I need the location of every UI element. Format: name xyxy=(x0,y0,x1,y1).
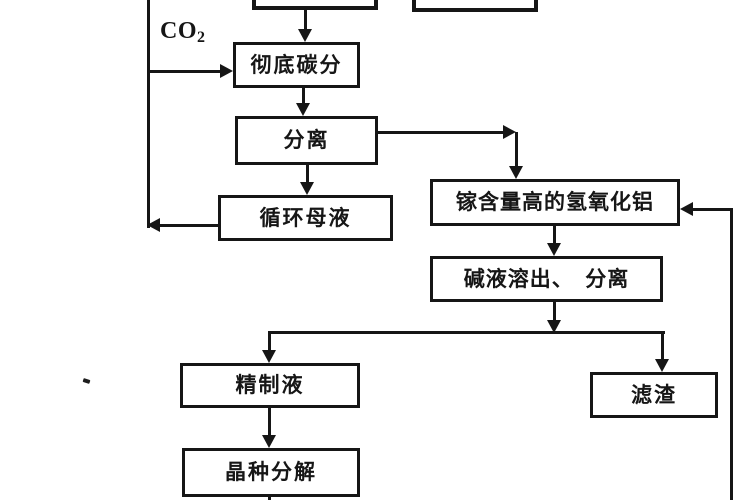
edge-seed-continuation-line xyxy=(268,497,271,500)
node-top-right-partial xyxy=(412,0,538,12)
edge-split-horizontal-line xyxy=(268,331,665,334)
arrow-left-mother-liquor-to-recycle-icon xyxy=(147,218,160,232)
co2-subscript-text: 2 xyxy=(197,29,206,46)
edge-right-recycle-v-line xyxy=(730,208,733,500)
arrow-down-refined-to-seed-icon xyxy=(262,435,276,448)
node-high-gallium-aluminium-hydroxide: 镓含量高的氢氧化铝 xyxy=(430,179,680,226)
arrow-down-topbox-to-carbonation-icon xyxy=(298,29,312,42)
node-alkali-dissolution-separation-label: 碱液溶出、 分离 xyxy=(463,266,630,291)
co2-base-text: CO xyxy=(160,18,197,44)
arrow-down-split-to-residue-icon xyxy=(655,359,669,372)
edge-refined-to-seed-line xyxy=(268,408,271,436)
arrow-down-alkali-to-junction-icon xyxy=(547,320,561,333)
node-filter-residue-label: 滤渣 xyxy=(631,382,677,407)
arrow-right-co2-to-carbonation-icon xyxy=(220,64,233,78)
edge-co2-to-carbonation-line xyxy=(147,70,221,73)
edge-gallium-to-alkali-line xyxy=(553,226,556,244)
arrow-down-split-to-refined-icon xyxy=(262,350,276,363)
arrow-down-separation-to-mother-liquor-icon xyxy=(300,182,314,195)
edge-separation-to-gallium-h-line xyxy=(378,131,506,134)
arrow-right-separation-to-gallium-icon xyxy=(503,125,516,139)
scan-speck-mark xyxy=(82,378,91,384)
node-circulating-mother-liquor-label: 循环母液 xyxy=(259,205,352,230)
node-thorough-carbonation-label: 彻底碳分 xyxy=(250,52,343,77)
node-separation-label: 分离 xyxy=(283,128,330,152)
node-thorough-carbonation: 彻底碳分 xyxy=(233,42,360,88)
edge-split-to-residue-line xyxy=(661,331,664,360)
edge-topbox-to-carbonation-line xyxy=(304,10,307,31)
node-refined-liquor: 精制液 xyxy=(180,363,360,408)
edge-right-recycle-h-line xyxy=(692,208,733,211)
arrow-left-recycle-to-gallium-icon xyxy=(680,202,693,216)
node-high-gallium-aluminium-hydroxide-label: 镓含量高的氢氧化铝 xyxy=(456,190,654,214)
node-alkali-dissolution-separation: 碱液溶出、 分离 xyxy=(430,256,663,302)
arrow-down-separation-to-gallium-icon xyxy=(509,166,523,179)
node-filter-residue: 滤渣 xyxy=(590,372,718,418)
edge-separation-to-gallium-v-line xyxy=(515,132,518,168)
edge-separation-to-mother-liquor-line xyxy=(306,165,309,184)
arrow-down-carbonation-to-separation-icon xyxy=(296,103,310,116)
edge-split-to-refined-line xyxy=(268,331,271,351)
node-separation: 分离 xyxy=(235,116,378,165)
edge-carbonation-to-separation-line xyxy=(302,88,305,105)
edge-alkali-to-junction-line xyxy=(553,302,556,321)
node-circulating-mother-liquor: 循环母液 xyxy=(218,195,393,241)
edge-left-recycle-line xyxy=(147,0,150,228)
co2-label: CO2 xyxy=(160,18,206,47)
edge-mother-liquor-to-recycle-line xyxy=(158,224,218,227)
node-top-left-partial xyxy=(252,0,378,10)
node-seed-decomposition: 晶种分解 xyxy=(182,448,360,497)
arrow-down-gallium-to-alkali-icon xyxy=(547,243,561,256)
node-seed-decomposition-label: 晶种分解 xyxy=(225,460,317,484)
node-refined-liquor-label: 精制液 xyxy=(235,373,305,397)
